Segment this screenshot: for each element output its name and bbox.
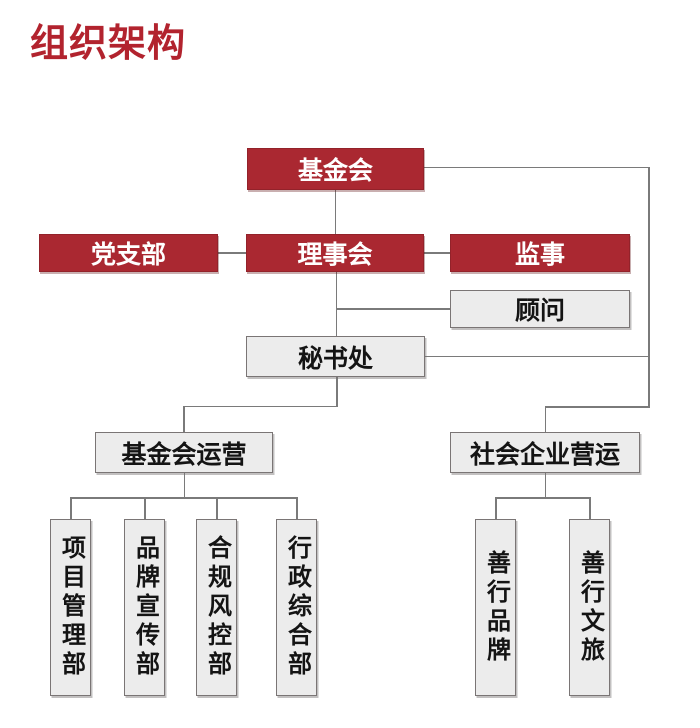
node-foundation-label: 基金会 [297,157,373,185]
node-supervisor: 监事 [450,234,630,272]
node-foundation-ops: 基金会运营 [95,432,273,473]
connector-right-children-rail [495,497,590,499]
node-social-enterprise-ops-label: 社会企业营运 [469,440,620,469]
connector-stub-project [70,497,72,519]
node-council: 理事会 [246,234,424,272]
connector-stub-shanxing-tourism [589,497,591,519]
node-dept-brand-publicity: 品牌宣传部 [124,519,165,696]
connector-stub-shanxing-brand [495,497,497,519]
connector-stub-admin [296,497,298,519]
node-shanxing-brand-label: 善行品牌 [482,549,510,666]
connector-right-trunk [648,166,650,408]
node-shanxing-culture-tourism-label: 善行文旅 [576,549,604,666]
connector-left-branch [183,405,337,407]
node-secretariat: 秘书处 [246,336,425,377]
connector-foundation-ops-drop [183,406,185,432]
connector-left-children-rail [70,497,297,499]
page-title: 组织架构 [30,23,187,65]
connector-stub-brand [144,497,146,519]
node-party-branch-label: 党支部 [90,241,166,269]
node-advisor-label: 顾问 [514,297,565,325]
node-dept-project-mgmt: 项目管理部 [50,519,91,696]
node-secretariat-label: 秘书处 [297,344,373,373]
node-foundation: 基金会 [247,148,424,190]
connector-right-branch [544,406,649,408]
node-dept-project-mgmt-label: 项目管理部 [57,535,85,680]
node-dept-compliance-risk-label: 合规风控部 [203,535,231,680]
node-dept-admin-general: 行政综合部 [276,519,317,696]
connector-foundation-ops-down [183,473,185,498]
connector-foundation-council [334,190,336,234]
connector-social-ops-down [544,473,546,498]
node-dept-brand-publicity-label: 品牌宣传部 [131,535,159,680]
connector-foundation-right-arm [424,166,649,168]
connector-advisor [336,308,450,310]
node-shanxing-brand: 善行品牌 [475,519,516,696]
connector-secretariat-right-arm [425,355,649,357]
node-advisor: 顾问 [450,290,630,328]
node-dept-admin-general-label: 行政综合部 [283,535,311,680]
connector-council-secretariat [335,272,337,336]
node-foundation-ops-label: 基金会运营 [121,440,247,469]
node-council-label: 理事会 [297,241,373,269]
node-dept-compliance-risk: 合规风控部 [196,519,237,696]
node-social-enterprise-ops: 社会企业营运 [450,432,640,473]
node-party-branch: 党支部 [39,234,218,272]
connector-secretariat-down [336,377,338,407]
connector-party-council [218,252,246,254]
node-shanxing-culture-tourism: 善行文旅 [569,519,610,696]
connector-social-ops-drop [544,406,546,432]
node-supervisor-label: 监事 [514,241,565,269]
connector-council-supervisor [424,252,450,254]
connector-stub-compliance [216,497,218,519]
